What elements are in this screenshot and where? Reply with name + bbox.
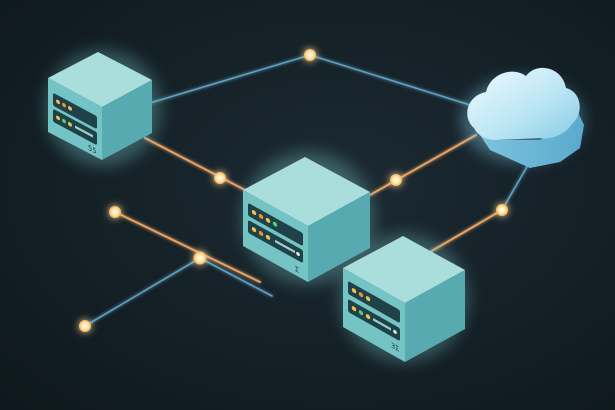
link-orange-left-server-to-center [144, 137, 246, 191]
status-light-icon [68, 122, 72, 127]
link-blue-left-server-to-top-node [149, 54, 311, 104]
status-light-icon [265, 217, 271, 223]
server-top-face [343, 236, 465, 303]
server-right: 3Σ [343, 236, 465, 362]
link-blue-bottom-left [84, 257, 201, 327]
network-node-icon [390, 174, 402, 186]
status-light-icon [365, 314, 371, 320]
status-light-icon [251, 210, 257, 216]
status-light-icon [272, 221, 278, 227]
status-light-icon [365, 296, 371, 302]
server-front-panel: 55 [53, 93, 97, 156]
status-light-icon [258, 230, 264, 236]
link-blue-cloud-to-right-node [501, 164, 529, 211]
network-node-icon [109, 206, 121, 218]
network-node-icon [79, 320, 91, 332]
server-left: 55 [48, 52, 152, 160]
status-light-icon [251, 227, 257, 233]
status-light-icon [258, 213, 264, 219]
server-top-face [243, 157, 370, 226]
server-side-face [102, 80, 152, 160]
network-node-icon [496, 204, 508, 216]
cloud-icon [462, 67, 584, 168]
server-label: Σ [295, 264, 300, 275]
status-light-icon [393, 329, 397, 334]
server-front-panel: 3Σ [348, 281, 400, 354]
status-light-icon [358, 292, 364, 298]
status-light-icon [56, 99, 60, 105]
status-light-icon [351, 288, 357, 294]
status-light-icon [68, 106, 72, 111]
server-side-face [405, 270, 465, 362]
network-nodes [79, 49, 508, 332]
network-node-icon [193, 251, 207, 265]
server-label: 3Σ [391, 341, 400, 354]
link-blue-top-node-to-cloud [309, 54, 471, 106]
link-orange-left-node-to-center [114, 211, 261, 283]
status-light-icon [296, 251, 300, 257]
status-light-icon [265, 234, 271, 240]
network-node-icon [214, 172, 226, 184]
status-light-icon [62, 118, 66, 124]
status-light-icon [351, 306, 357, 312]
server-label: 55 [88, 143, 96, 156]
server-side-face [308, 192, 370, 282]
status-light-icon [56, 115, 60, 121]
status-light-icon [62, 102, 66, 108]
server-center: Σ [243, 157, 370, 282]
link-blue-center-down [199, 257, 273, 297]
server-top-face [48, 52, 152, 107]
server-front-panel: Σ [248, 203, 303, 275]
cloud-body [467, 67, 580, 140]
cloud-shadow-side [478, 108, 584, 168]
network-node-icon [304, 49, 316, 61]
link-orange-right-node-to-right-server [429, 209, 503, 253]
connection-links [84, 54, 529, 327]
status-light-icon [358, 310, 364, 316]
link-orange-center-to-cloud [369, 134, 477, 196]
